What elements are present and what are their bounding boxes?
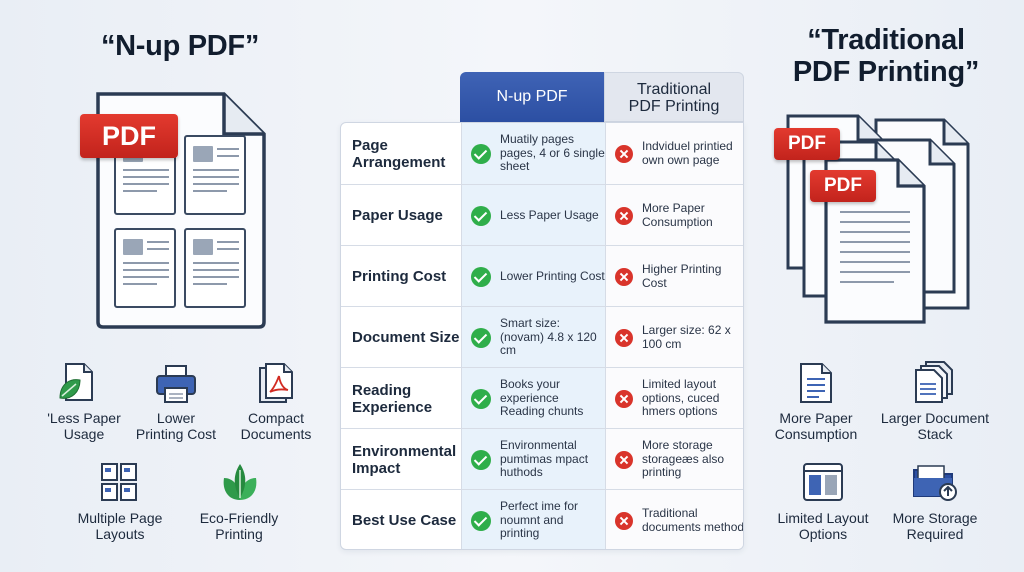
nup-cell: Muatily pages pages, 4 or 6 single sheet <box>461 123 605 184</box>
table-row: Reading Experience Books your experience… <box>341 367 743 429</box>
cross-icon <box>615 450 633 469</box>
traditional-cell: Traditional documents method <box>605 490 743 549</box>
check-icon <box>471 327 491 348</box>
check-icon <box>471 449 491 470</box>
mini-page-2 <box>184 135 246 215</box>
row-label: Paper Usage <box>352 207 443 224</box>
nup-cell: Less Paper Usage <box>461 185 605 246</box>
pdf-badge-left: PDF <box>80 114 178 158</box>
row-label: Reading Experience <box>352 381 433 416</box>
nup-cell: Books your experience Reading chunts <box>461 368 605 429</box>
traditional-cell: Indviduel printied own own page <box>605 123 743 184</box>
nup-cell: Perfect ime for noumnt and printing <box>461 490 605 549</box>
traditional-cell: Limited layout options, cuced hmers opti… <box>605 368 743 429</box>
row-label: Document Size <box>352 329 460 346</box>
mini-page-4 <box>184 228 246 308</box>
cross-icon <box>615 511 633 530</box>
grid-pages-icon <box>101 463 137 501</box>
nup-cell: Lower Printing Cost <box>461 246 605 307</box>
cross-icon <box>615 144 633 163</box>
leaf-document-icon <box>59 363 93 401</box>
traditional-cell: Larger size: 62 x 100 cm <box>605 307 743 368</box>
row-label: Page Arrangement <box>352 136 446 171</box>
table-row: Printing Cost Lower Printing Cost Higher… <box>341 245 743 307</box>
traditional-cell: More Paper Consumption <box>605 185 743 246</box>
nup-cell: Environmental pumtimas mpact huthods <box>461 429 605 490</box>
printer-icon <box>156 365 196 403</box>
row-label: Environmental Impact <box>352 442 457 477</box>
layout-window-icon <box>803 463 843 501</box>
eco-leaf-icon <box>223 464 257 500</box>
header-nup: N-up PDF <box>460 72 604 122</box>
document-stack-icon <box>915 361 953 403</box>
table-row: Best Use Case Perfect ime for noumnt and… <box>341 489 743 549</box>
nup-cell: Smart size: (novam) 4.8 x 120 cm <box>461 307 605 368</box>
check-icon <box>471 143 491 164</box>
cross-icon <box>615 389 633 408</box>
pdf-badge-right-back: PDF <box>774 128 840 160</box>
table-row: Paper Usage Less Paper Usage More Paper … <box>341 184 743 246</box>
storage-folder-icon <box>913 465 957 501</box>
table-body: Page Arrangement Muatily pages pages, 4 … <box>340 122 744 550</box>
cross-icon <box>615 206 633 225</box>
row-label: Best Use Case <box>352 512 457 529</box>
check-icon <box>471 388 491 409</box>
cross-icon <box>615 328 633 347</box>
table-row: Environmental Impact Environmental pumti… <box>341 428 743 490</box>
table-row: Document Size Smart size: (novam) 4.8 x … <box>341 306 743 368</box>
document-lines-icon <box>800 363 832 403</box>
traditional-cell: More storage storageæs also printing <box>605 429 743 490</box>
check-icon <box>471 266 491 287</box>
check-icon <box>471 510 491 531</box>
cross-icon <box>615 267 633 286</box>
mini-page-3 <box>114 228 176 308</box>
traditional-cell: Higher Printing Cost <box>605 246 743 307</box>
pdf-badge-right-front: PDF <box>810 170 876 202</box>
row-label: Printing Cost <box>352 268 447 285</box>
compact-pdf-icon <box>259 363 293 403</box>
table-row: Page Arrangement Muatily pages pages, 4 … <box>341 123 743 184</box>
check-icon <box>471 205 491 226</box>
left-title: “N-up PDF” <box>100 30 260 62</box>
